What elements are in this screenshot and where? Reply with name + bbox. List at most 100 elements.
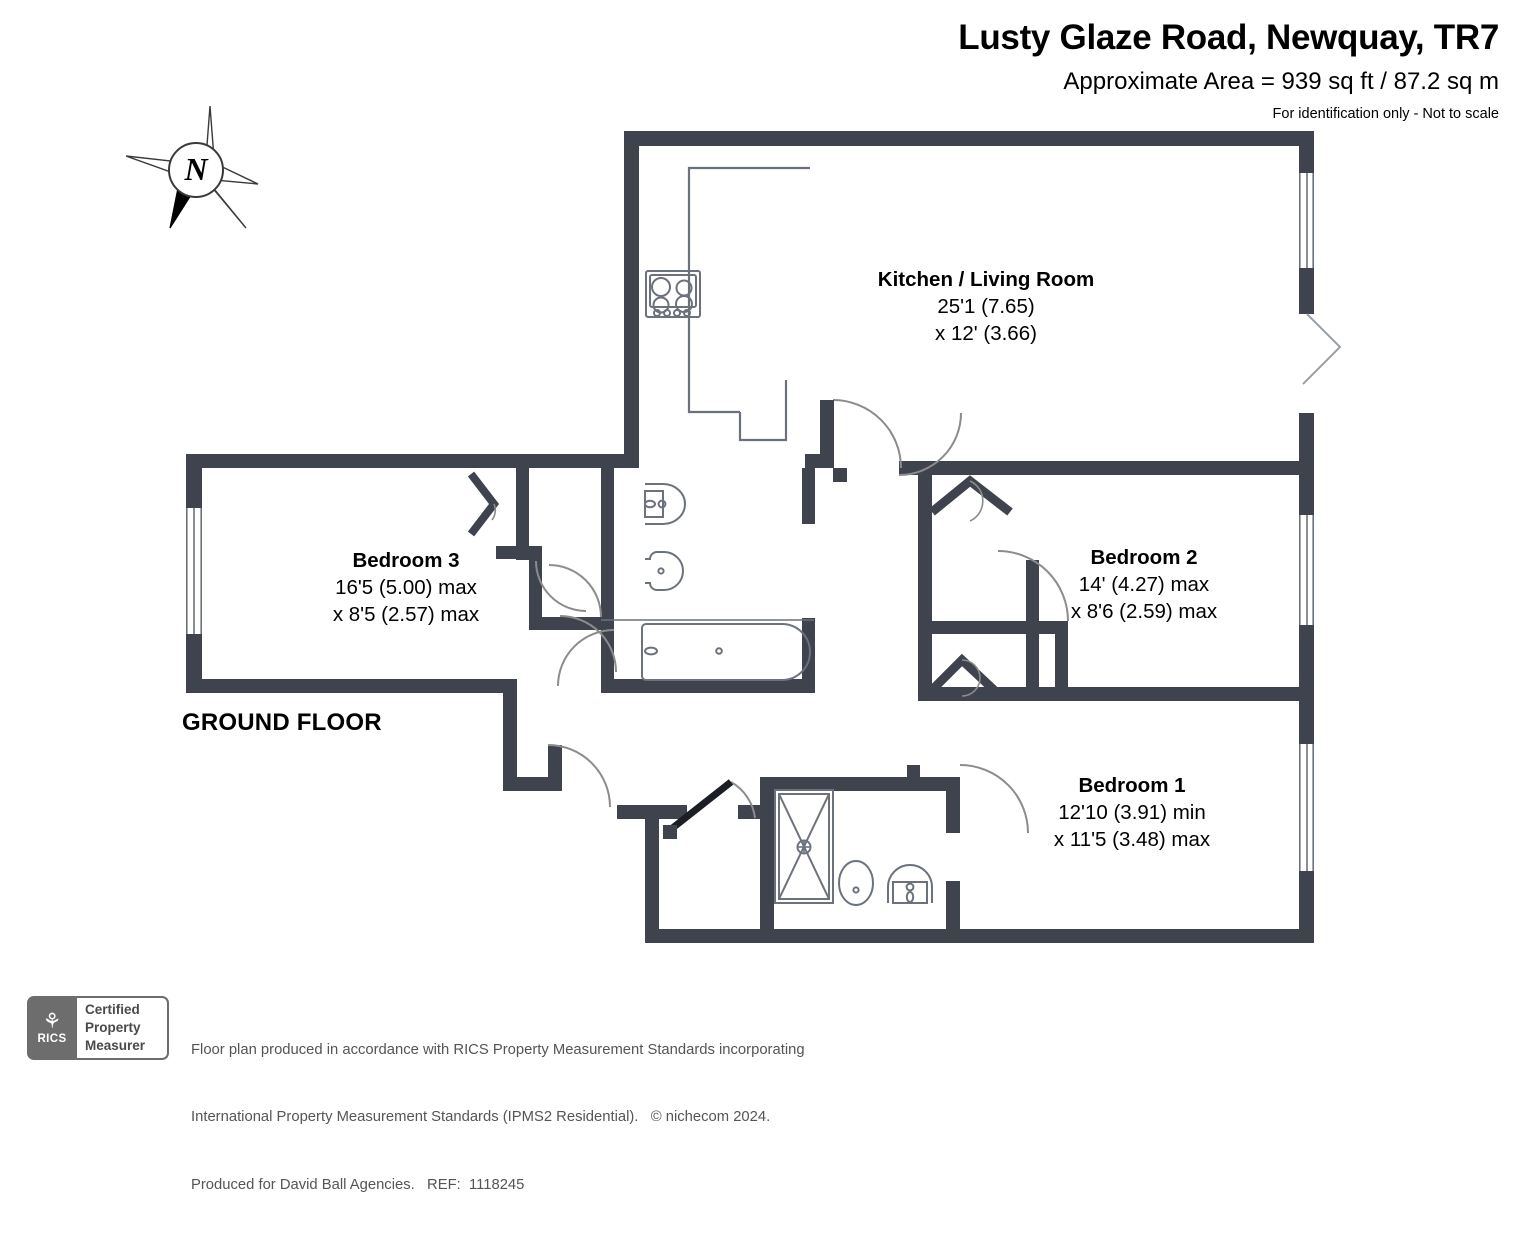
room-dimension-1: 14' (4.27) max xyxy=(1078,573,1210,597)
door-hall-lower xyxy=(557,629,615,687)
window-bedroom1-right xyxy=(1299,744,1314,871)
wall-bedroom3-right-upper xyxy=(516,468,529,560)
door-kitchen-hall-left xyxy=(826,399,902,469)
door-bedroom3 xyxy=(548,564,602,618)
room-label-bedroom-3: Bedroom 3 16'5 (5.00) max x 8'5 (2.57) m… xyxy=(333,547,479,628)
footer-disclaimer: Floor plan produced in accordance with R… xyxy=(191,994,805,1241)
kitchen-hob-icon xyxy=(645,270,701,318)
footer-line-1: Floor plan produced in accordance with R… xyxy=(191,1041,805,1058)
fixtures xyxy=(601,270,933,906)
door-bathroom xyxy=(535,560,587,612)
wall-ensuite-door-jamb xyxy=(738,805,762,819)
door-bedroom2-cupboard-lower xyxy=(928,653,998,697)
bathroom-bathtub-icon xyxy=(601,619,814,681)
wall-jamb-bed1-door xyxy=(907,765,920,779)
wall-bed2-hall-return xyxy=(1055,621,1068,687)
wall-hall-left-down xyxy=(503,679,517,791)
wall-bathroom-left xyxy=(601,468,614,692)
windows xyxy=(186,173,1314,871)
door-bathroom-lobby xyxy=(559,615,617,673)
badge-line-1: Certified xyxy=(85,1002,140,1017)
wall-bedroom3-cupboard-bottom xyxy=(496,546,529,559)
room-dimension-2: x 8'6 (2.59) max xyxy=(1070,600,1218,624)
wall-jamb-hall-b xyxy=(833,468,847,482)
page-title: Lusty Glaze Road, Newquay, TR7 xyxy=(958,18,1499,57)
room-name: Bedroom 2 xyxy=(1090,546,1198,569)
wall-kitchen-right-bottom xyxy=(1299,413,1314,475)
wall-bathroom-right-upper xyxy=(802,468,815,524)
ensuite-toilet-icon xyxy=(838,860,874,906)
room-dimension-1: 25'1 (7.65) xyxy=(937,295,1035,319)
wall-hall-step-1 xyxy=(503,777,562,791)
wall-bed1-right-upper xyxy=(1299,701,1314,744)
wall-bedroom3-bottom xyxy=(186,679,516,693)
kitchen-internal-partitions xyxy=(687,166,810,442)
bay-chevron-marker xyxy=(1302,313,1342,385)
door-hall-bottom xyxy=(547,744,611,808)
room-dimension-2: x 12' (3.66) xyxy=(935,322,1037,346)
wall-bed2-right-lower xyxy=(1299,625,1314,701)
room-dimension-1: 12'10 (3.91) min xyxy=(1058,801,1206,825)
wall-cupboard-lower-right xyxy=(1026,634,1039,687)
wall-ensuite-right-upper xyxy=(946,777,960,833)
room-dimension-2: x 11'5 (3.48) max xyxy=(1053,828,1211,852)
wall-bed2-right-upper xyxy=(1299,475,1314,515)
rics-badge-text: Certified Property Measurer xyxy=(77,996,169,1060)
door-ensuite xyxy=(663,779,756,839)
approximate-area: Approximate Area = 939 sq ft / 87.2 sq m xyxy=(1063,68,1499,96)
room-label-bedroom-2: Bedroom 2 14' (4.27) max x 8'6 (2.59) ma… xyxy=(1071,544,1217,625)
floor-plan-drawing: N xyxy=(125,105,1342,943)
floor-level-title: GROUND FLOOR xyxy=(182,709,382,736)
rics-wordmark: RICS xyxy=(37,1033,67,1045)
door-kitchen-hall-right xyxy=(898,412,962,476)
room-name: Bedroom 3 xyxy=(352,549,460,572)
room-dimension-1: 16'5 (5.00) max xyxy=(335,576,477,600)
wall-cupboard-left xyxy=(918,475,932,701)
wall-bedroom3-hall-divider xyxy=(529,546,542,630)
wall-left-exterior-top xyxy=(186,454,202,508)
window-bedroom3-left xyxy=(186,508,202,634)
wall-kitchen-right-mid xyxy=(1299,268,1314,314)
wall-kitchen-left xyxy=(624,131,639,467)
ensuite-wash-basin-icon xyxy=(887,864,933,904)
rics-certified-badge: ⚘ RICS Certified Property Measurer xyxy=(27,996,169,1060)
plan-header: Lusty Glaze Road, Newquay, TR7 Approxima… xyxy=(0,0,1527,123)
wall-ensuite-right-lower xyxy=(946,881,960,929)
north-arrow-letter: N xyxy=(183,151,209,187)
wall-cupboard-divider xyxy=(918,621,1048,634)
doors xyxy=(467,399,1069,839)
door-bedroom3-cupboard xyxy=(467,471,500,537)
badge-line-2: Property xyxy=(85,1019,141,1035)
door-bedroom2 xyxy=(997,550,1069,622)
room-label-kitchen-living-room: Kitchen / Living Room 25'1 (7.65) x 12' … xyxy=(878,266,1094,347)
footer-line-3: Produced for David Ball Agencies. REF: 1… xyxy=(191,1176,525,1193)
door-bedroom2-cupboard-upper xyxy=(929,475,1013,522)
north-arrow-icon: N xyxy=(125,105,259,229)
bathroom-toilet-icon xyxy=(645,551,684,591)
door-bedroom1 xyxy=(959,764,1029,834)
wall-hall-down-to-bottom xyxy=(645,805,659,943)
room-label-bedroom-1: Bedroom 1 12'10 (3.91) min x 11'5 (3.48)… xyxy=(1054,772,1210,853)
room-name: Bedroom 1 xyxy=(1078,774,1186,797)
ensuite-shower-tray-icon xyxy=(774,789,834,904)
badge-line-3: Measurer xyxy=(85,1037,146,1053)
plan-footer: ⚘ RICS Certified Property Measurer Floor… xyxy=(0,993,1527,1193)
walls xyxy=(186,131,1314,943)
wall-bathroom-right-lower xyxy=(802,618,815,693)
disclaimer-note: For identification only - Not to scale xyxy=(1272,105,1499,122)
window-bedroom2-right xyxy=(1299,515,1314,625)
wall-hall-lower-vertical xyxy=(548,745,562,791)
rics-crest-glyph: ⚘ xyxy=(42,1010,62,1033)
footer-line-2: International Property Measurement Stand… xyxy=(191,1109,771,1126)
wall-kitchen-right-top xyxy=(1299,131,1314,173)
wall-left-exterior-bottom xyxy=(186,634,202,693)
wall-bathroom-bottom xyxy=(601,679,814,693)
wall-kitchen-top xyxy=(624,131,1314,146)
wall-cupboard-upper-right xyxy=(1026,560,1039,621)
wall-bottom-exterior xyxy=(645,929,1314,943)
wall-hall-top-left xyxy=(186,454,639,468)
bathroom-wash-basin-icon xyxy=(644,483,686,525)
wall-ensuite-left xyxy=(760,777,774,929)
rics-logo-icon: ⚘ RICS xyxy=(27,996,77,1060)
wall-ensuite-top xyxy=(760,777,960,791)
